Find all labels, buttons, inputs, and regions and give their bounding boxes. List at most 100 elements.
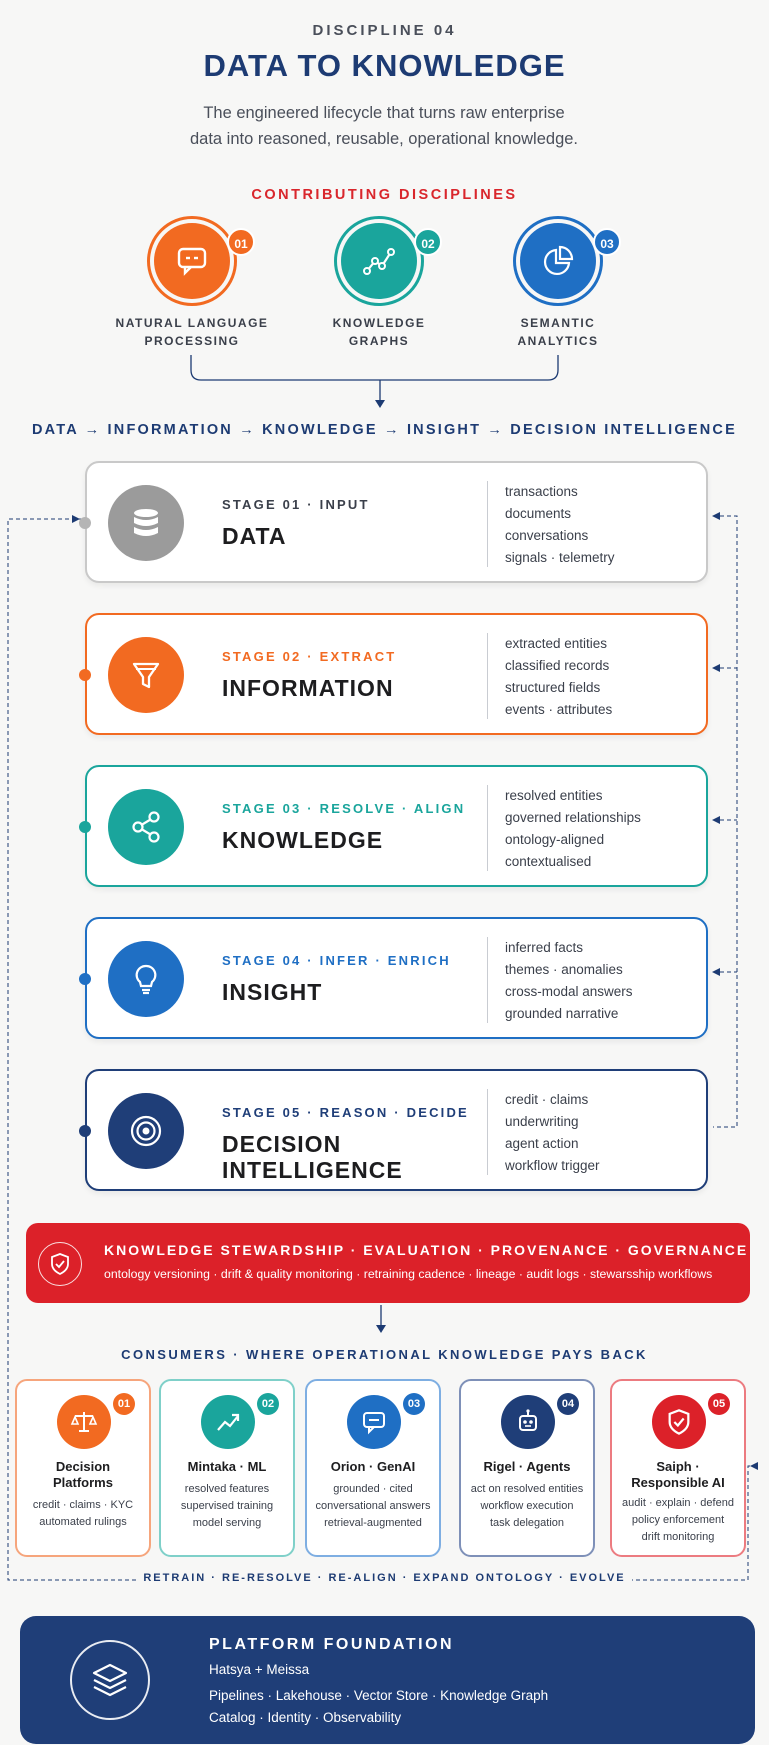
- pie-chart-icon: [520, 223, 596, 299]
- stage-name: KNOWLEDGE: [222, 827, 384, 853]
- stewardship-subtext: ontology versioning · drift & quality mo…: [104, 1267, 713, 1281]
- subtitle-line-2: data into reasoned, reusable, operationa…: [189, 130, 579, 148]
- discipline-number: 01: [227, 228, 255, 256]
- left-loop-arrowhead: [72, 515, 80, 523]
- discipline-label-line2: PROCESSING: [144, 334, 240, 348]
- discipline-bracket: [190, 355, 559, 381]
- stage-item: cross-modal answers: [505, 984, 633, 999]
- right-feedback-loop: [713, 515, 738, 1128]
- discipline-label-line2: GRAPHS: [348, 334, 410, 348]
- stage-connector-dot: [79, 821, 91, 833]
- stage-item: signals · telemetry: [505, 550, 615, 565]
- stage-item: events · attributes: [505, 702, 613, 717]
- discipline-number: 02: [414, 228, 442, 256]
- consumer-detail-line: supervised training: [180, 1500, 274, 1512]
- consumer-number: 05: [708, 1393, 730, 1415]
- flow-line: DATA → INFORMATION → KNOWLEDGE → INSIGHT…: [32, 422, 737, 438]
- stage-item: resolved entities: [505, 788, 603, 803]
- consumer-detail-line: automated rulings: [39, 1516, 127, 1528]
- consumer-number: 04: [557, 1393, 579, 1415]
- trend-up-icon: [201, 1395, 255, 1449]
- consumer-number: 03: [403, 1393, 425, 1415]
- consumer-detail-line: retrieval-augmented: [324, 1517, 422, 1529]
- discipline-label-line1: NATURAL LANGUAGE: [115, 316, 269, 330]
- stage-item: transactions: [505, 484, 578, 499]
- consumer-title: Mintaka · ML: [165, 1459, 289, 1475]
- consumer-title-line1: Orion · GenAI: [330, 1459, 416, 1474]
- stage-name: DATA: [222, 523, 287, 549]
- foundation-heading: PLATFORM FOUNDATION: [209, 1636, 455, 1653]
- consumer-detail: grounded · cited conversational answers …: [311, 1481, 435, 1532]
- consumer-card-rigel-agents: 04 Rigel · Agents act on resolved entiti…: [459, 1379, 595, 1557]
- consumer-detail-line: act on resolved entities: [470, 1483, 584, 1495]
- stage-label: STAGE 01 · INPUT: [222, 497, 370, 512]
- stage-connector-dot: [79, 669, 91, 681]
- discipline-label-line1: SEMANTIC: [520, 316, 596, 330]
- stage-items: inferred facts themes · anomalies cross-…: [505, 937, 633, 1025]
- consumer-title-line2: Platforms: [53, 1475, 113, 1490]
- discipline-label: SEMANTIC ANALYTICS: [473, 314, 643, 350]
- stage-insight: STAGE 04 · INFER · ENRICH INSIGHT inferr…: [79, 917, 708, 1039]
- consumer-detail-line: audit · explain · defend: [622, 1497, 734, 1509]
- stage-item: extracted entities: [505, 636, 608, 651]
- stewardship-banner: KNOWLEDGE STEWARDSHIP · EVALUATION · PRO…: [26, 1223, 750, 1303]
- message-icon: [347, 1395, 401, 1449]
- stage-information: STAGE 02 · EXTRACT INFORMATION extracted…: [79, 613, 708, 735]
- stage-name: DECISION INTELLIGENCE: [222, 1131, 472, 1183]
- lightbulb-icon: [108, 941, 184, 1017]
- stage-item: grounded narrative: [505, 1006, 619, 1021]
- stage-decision-intelligence: STAGE 05 · REASON · DECIDE DECISION INTE…: [79, 1069, 708, 1191]
- consumer-title-line2: Responsible AI: [631, 1475, 725, 1490]
- stage-item: classified records: [505, 658, 610, 673]
- foundation-line-3: Catalog · Identity · Observability: [209, 1710, 402, 1725]
- stage-connector-dot: [79, 973, 91, 985]
- stage-label: STAGE 05 · REASON · DECIDE: [222, 1105, 469, 1120]
- consumer-detail: act on resolved entities workflow execut…: [465, 1481, 589, 1532]
- page-title: DATA TO KNOWLEDGE: [203, 48, 566, 83]
- consumer-detail-line: policy enforcement: [631, 1514, 725, 1526]
- foundation-line-2: Pipelines · Lakehouse · Vector Store · K…: [209, 1688, 549, 1703]
- stage-name: INSIGHT: [222, 979, 323, 1005]
- stage-items: transactions documents conversations sig…: [505, 481, 615, 569]
- consumer-detail-line: task delegation: [490, 1517, 564, 1529]
- platform-foundation: PLATFORM FOUNDATION Hatsya + Meissa Pipe…: [20, 1616, 755, 1744]
- target-icon: [108, 1093, 184, 1169]
- stage-data: STAGE 01 · INPUT DATA transactions docum…: [79, 461, 708, 583]
- scales-icon: [57, 1395, 111, 1449]
- stage-item: governed relationships: [505, 810, 641, 825]
- stage-item: credit · claims: [505, 1092, 589, 1107]
- consumer-card-saiph-responsible-ai: 05 Saiph ·Responsible AI audit · explain…: [610, 1379, 746, 1557]
- layers-icon: [70, 1640, 150, 1720]
- bracket-arrow-head: [375, 400, 385, 408]
- stage-items: resolved entities governed relationships…: [505, 785, 641, 873]
- stage-item: underwriting: [505, 1114, 579, 1129]
- stage-item: ontology-aligned: [505, 832, 605, 847]
- consumer-detail-line: grounded · cited: [333, 1483, 413, 1495]
- stage-connector-dot: [79, 1125, 91, 1137]
- stewardship-heading: KNOWLEDGE STEWARDSHIP · EVALUATION · PRO…: [104, 1242, 749, 1258]
- stage-item: inferred facts: [505, 940, 584, 955]
- stage-item: conversations: [505, 528, 589, 543]
- stage-divider: [487, 937, 488, 1023]
- stage-knowledge: STAGE 03 · RESOLVE · ALIGN KNOWLEDGE res…: [79, 765, 708, 887]
- consumer-number: 01: [113, 1393, 135, 1415]
- discipline-label-line2: ANALYTICS: [517, 334, 599, 348]
- consumer-title: Rigel · Agents: [465, 1459, 589, 1475]
- stage-item: themes · anomalies: [505, 962, 623, 977]
- consumer-title: Orion · GenAI: [311, 1459, 435, 1475]
- discipline-ring: [334, 216, 424, 306]
- stage-name: INFORMATION: [222, 675, 394, 701]
- consumer-card-orion-genai: 03 Orion · GenAI grounded · cited conver…: [305, 1379, 441, 1557]
- consumer-detail-line: model serving: [192, 1517, 262, 1529]
- foundation-line-1: Hatsya + Meissa: [209, 1662, 310, 1677]
- consumer-number: 02: [257, 1393, 279, 1415]
- stage-items: extracted entities classified records st…: [505, 633, 612, 721]
- consumer-detail: credit · claims · KYC automated rulings: [21, 1497, 145, 1531]
- stage-label: STAGE 03 · RESOLVE · ALIGN: [222, 801, 466, 816]
- robot-icon: [501, 1395, 555, 1449]
- subtitle-line-1: The engineered lifecycle that turns raw …: [203, 104, 565, 122]
- stage-item: workflow trigger: [505, 1158, 600, 1173]
